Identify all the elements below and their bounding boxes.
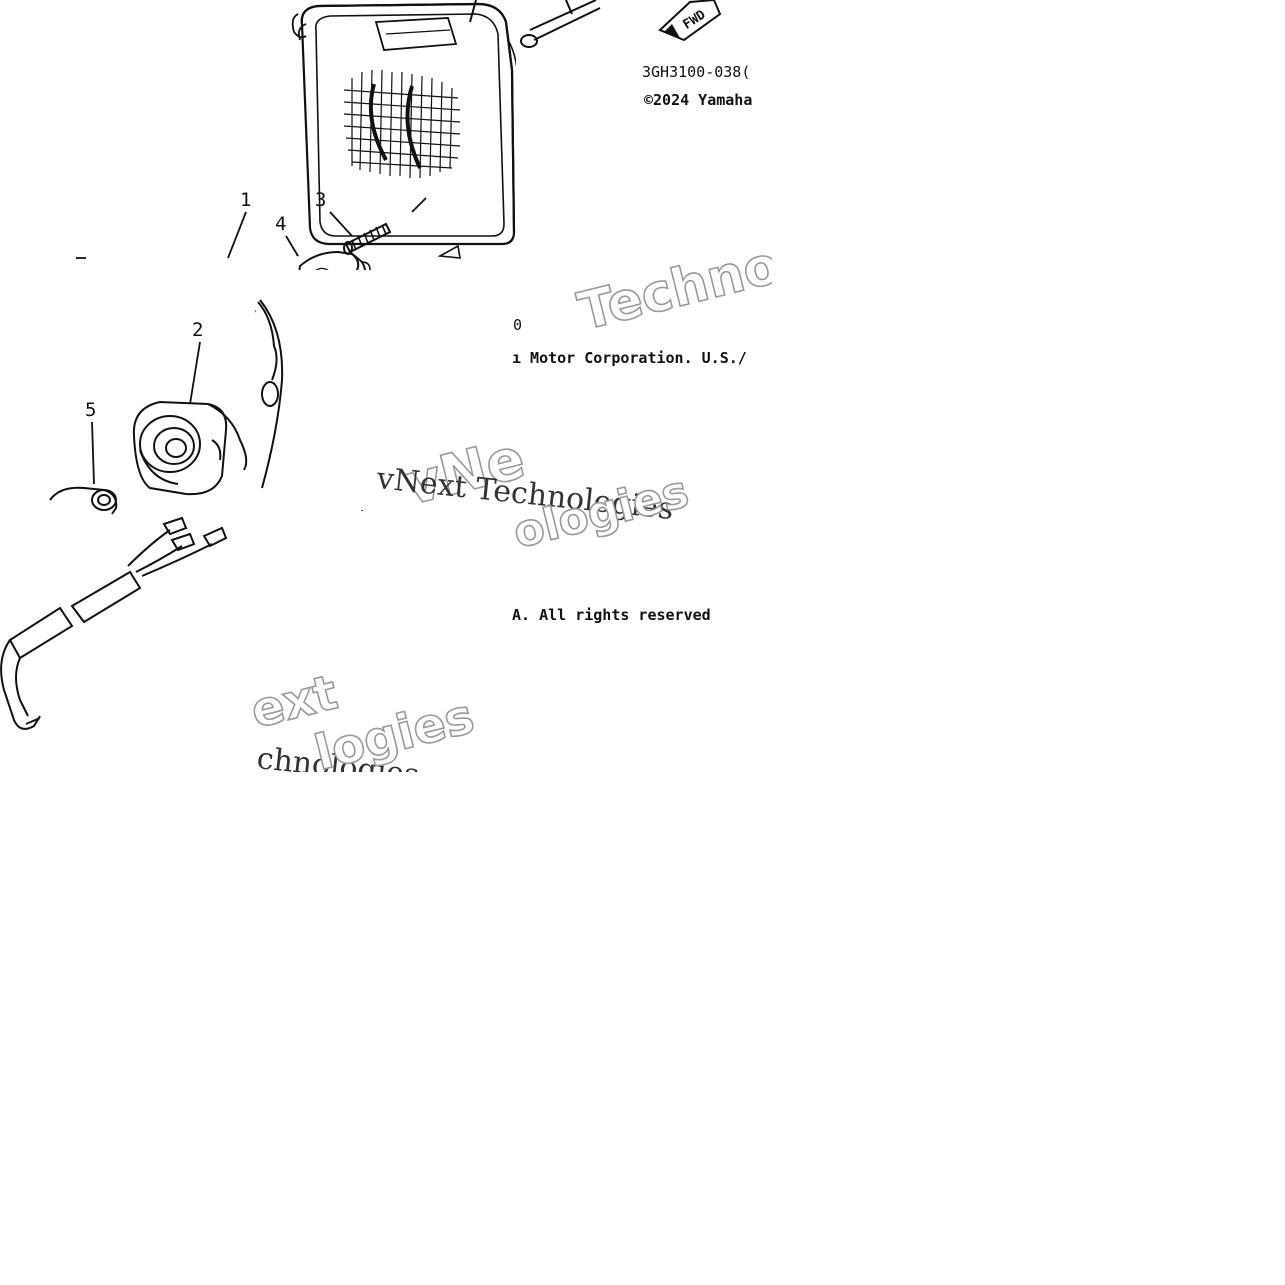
wiring-lead: [0, 516, 228, 730]
headlight-lens-restored: [291, 2, 516, 233]
lens-tab: [437, 244, 461, 259]
socket-rim: [257, 299, 284, 489]
forward-arrow-icon: FWD: [658, 0, 722, 42]
callout-5: 5: [85, 399, 96, 421]
lens-pattern: [343, 69, 461, 179]
copyright-line-3: ı Motor Corporation. U.S./: [512, 349, 747, 367]
callout-2: 2: [192, 319, 203, 341]
copyright-line-4: A. All rights reserved: [512, 606, 711, 624]
callout-4-restored: 4: [275, 213, 286, 235]
grommet: [49, 486, 118, 515]
bulb-socket: [132, 400, 248, 496]
mounting-screw-restored: [520, 0, 601, 48]
callout-leaders-restored: [76, 211, 299, 259]
copyright-line-1: ©2024 Yamaha: [644, 91, 752, 109]
callout-1-restored: 1: [240, 189, 251, 211]
callout-3: 3: [315, 189, 326, 211]
drawing-code: 3GH3100-038(: [642, 63, 750, 81]
copyright-line-2: 0: [513, 316, 522, 334]
adjusting-spring: [343, 222, 392, 255]
